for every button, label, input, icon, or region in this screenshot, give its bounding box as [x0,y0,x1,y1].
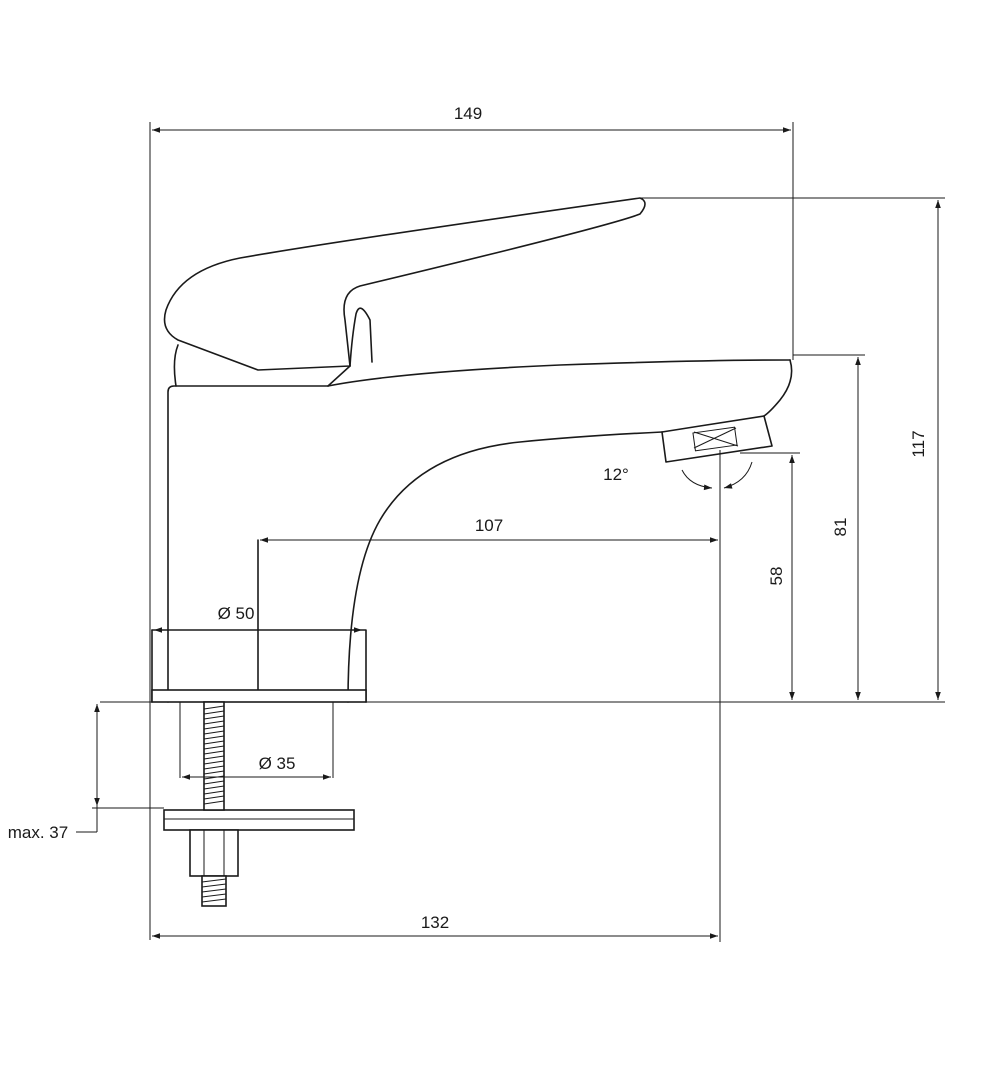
thread-line [203,750,225,755]
thread-line [203,800,225,805]
thread-line [201,888,227,893]
thread-line [203,745,225,750]
thread-line [201,883,227,888]
label-spout-reach: 107 [475,516,503,535]
thread-line [203,720,225,725]
label-hole-diameter: Ø 35 [259,754,296,773]
label-outlet-angle: 12° [603,465,629,484]
thread-line [203,740,225,745]
faucet-body [151,359,793,703]
angle-arc-right [723,461,753,489]
thread-line [203,790,225,795]
thread-line [203,770,225,775]
thread-line [201,878,227,883]
label-outlet-height: 58 [767,567,786,586]
label-base-diameter: Ø 50 [218,604,255,623]
thread-line [203,730,225,735]
thread-line [203,760,225,765]
dimension-labels: 149 117 81 58 107 Ø 50 Ø 35 12° max. 37 … [8,104,928,932]
label-axis-distance: 132 [421,913,449,932]
mounting-hardware [163,701,355,907]
thread-line [203,710,225,715]
thread-line [203,735,225,740]
angle-arc-left [681,469,713,491]
thread-line [203,780,225,785]
label-overall-width: 149 [454,104,482,123]
label-spout-height: 81 [831,518,850,537]
label-max-thickness: max. 37 [8,823,68,842]
thread-line [203,725,225,730]
label-total-height: 117 [909,430,928,457]
dimension-lines [76,127,941,939]
thread-line [203,715,225,720]
thread-line [203,705,225,710]
thread-line [203,765,225,770]
thread-line [201,893,227,898]
extension-lines [92,122,945,942]
thread-line [203,755,225,760]
thread-line [203,795,225,800]
thread-line [203,785,225,790]
thread-line [201,898,227,903]
lever-handle [163,197,646,387]
rod-threads-lower [201,878,227,903]
